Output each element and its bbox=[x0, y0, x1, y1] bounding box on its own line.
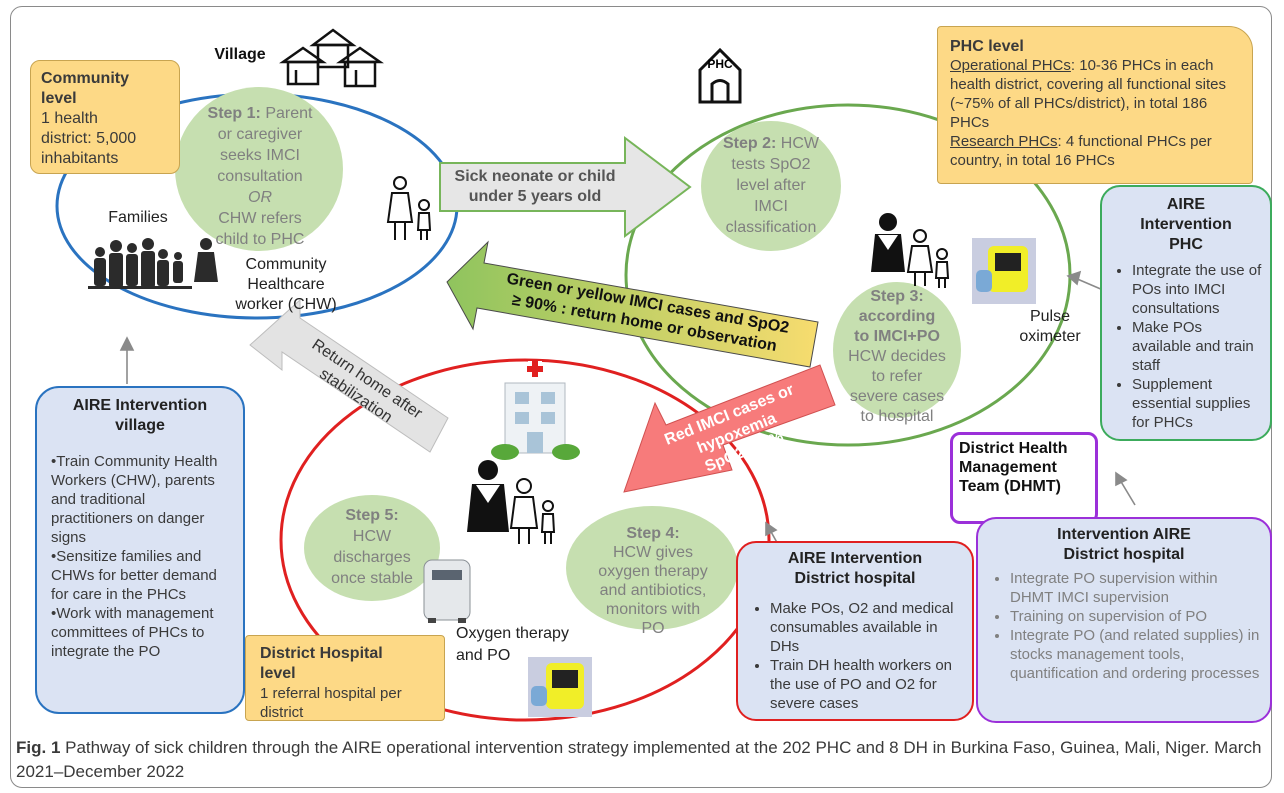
oxygen-concentrator-icon bbox=[423, 559, 471, 623]
figure-caption: Fig. 1 Pathway of sick children through … bbox=[16, 736, 1266, 784]
doctor-icon-phc bbox=[871, 213, 905, 272]
step4-circle bbox=[566, 506, 738, 630]
step3-circle bbox=[833, 282, 961, 418]
pulse-oximeter-image-phc bbox=[972, 238, 1036, 304]
doctor-icon-dh bbox=[467, 460, 509, 532]
families-icon bbox=[88, 238, 192, 289]
step2-circle bbox=[701, 121, 841, 251]
parent-child-icon-phc bbox=[906, 229, 950, 288]
aire-intervention-dh-box: AIRE Intervention District hospital Make… bbox=[736, 541, 974, 721]
step1-text: Step 1: Parent or caregiver seeks IMCI c… bbox=[207, 105, 313, 248]
arrow-return-home bbox=[249, 298, 449, 453]
community-level-box: Community level 1 health district: 5,000… bbox=[30, 60, 180, 174]
village-houses-icon bbox=[279, 28, 384, 88]
step4-text: Step 4: HCW gives oxygen therapy and ant… bbox=[598, 525, 708, 637]
phc-house-icon bbox=[698, 47, 742, 104]
caption-label: Fig. 1 bbox=[16, 738, 61, 757]
aire-intervention-village-box: AIRE Intervention village •Train Communi… bbox=[35, 386, 245, 714]
pulse-oximeter-image-dh bbox=[528, 657, 592, 717]
dh-level-box: District Hospital level 1 referral hospi… bbox=[245, 635, 445, 721]
parent-child-icon-dh bbox=[509, 478, 556, 544]
phc-icon-text: PHC bbox=[707, 57, 733, 71]
village-label: Village bbox=[214, 46, 266, 63]
dhmt-box: District Health Management Team (DHMT) bbox=[950, 432, 1098, 524]
step2-text: Step 2: HCW tests SpO2 level after IMCI … bbox=[722, 135, 819, 236]
hospital-ring bbox=[279, 358, 771, 722]
hospital-icon bbox=[491, 361, 580, 460]
arrow-sick-child bbox=[439, 135, 692, 239]
caption-text: Pathway of sick children through the AIR… bbox=[16, 738, 1262, 781]
aire-intervention-phc-box: AIRE Intervention PHC Integrate the use … bbox=[1100, 185, 1272, 441]
step5-text: Step 5: HCW discharges once stable bbox=[331, 507, 413, 587]
families-label: Families bbox=[108, 209, 168, 226]
step3-text: Step 3: according to IMCI+PO HCW decides… bbox=[848, 288, 946, 425]
step1-circle bbox=[175, 87, 343, 251]
phc-level-box: PHC level Operational PHCs: 10-36 PHCs i… bbox=[937, 26, 1253, 184]
parent-child-icon-village bbox=[386, 176, 432, 240]
step5-circle bbox=[304, 495, 440, 601]
intervention-aire-dh-box: Intervention AIRE District hospital Inte… bbox=[976, 517, 1272, 723]
arrow-green-return bbox=[446, 240, 819, 368]
chw-icon bbox=[194, 238, 218, 282]
connectors bbox=[119, 270, 1136, 556]
arrow-red-refer bbox=[623, 364, 836, 493]
